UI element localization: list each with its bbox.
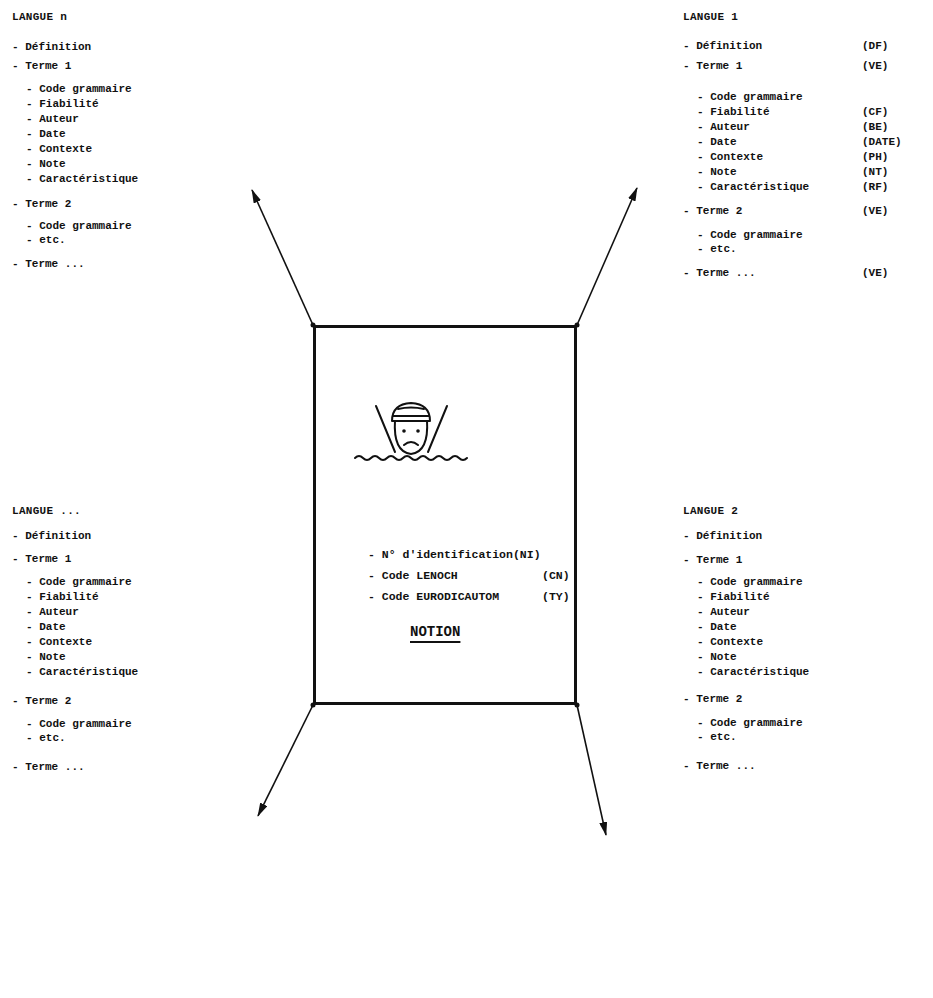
- code-label: (DATE): [862, 136, 902, 149]
- field-label: - Code EURODICAUTOM: [368, 590, 499, 604]
- field-label: - Terme 1: [683, 554, 742, 567]
- code-label: (TY): [542, 590, 570, 604]
- field-label: - Fiabilité: [697, 591, 770, 604]
- field-label: - Code grammaire: [26, 83, 132, 96]
- language-block: LANGUE n - Définition - Terme 1 - Code gram…: [8, 8, 252, 277]
- field-label: - Note: [26, 651, 66, 664]
- arrow-connector: [252, 190, 313, 325]
- field-label: - Note: [26, 158, 66, 171]
- field-label: - Caractéristique: [26, 666, 138, 679]
- notion-title: NOTION: [410, 623, 460, 641]
- field-label: - Fiabilité: [26, 98, 99, 111]
- code-label: (VE): [862, 60, 888, 73]
- code-label: (NT): [862, 166, 888, 179]
- field-label: - etc.: [26, 234, 66, 247]
- notion-box: - N° d'identification(NI) - Code LENOCH (C…: [313, 325, 577, 705]
- arrow-connector: [577, 188, 637, 325]
- field-label: - Contexte: [697, 151, 763, 164]
- field-label: - Auteur: [26, 113, 79, 126]
- field-label: - Code grammaire: [697, 91, 803, 104]
- language-heading: LANGUE 2: [683, 505, 738, 518]
- field-label: - Fiabilité: [26, 591, 99, 604]
- language-heading: LANGUE n: [12, 11, 67, 24]
- field-label: - Terme 2: [683, 205, 742, 218]
- field-label: - Caractéristique: [26, 173, 138, 186]
- arrow-connector: [577, 705, 606, 835]
- field-label: - Auteur: [697, 121, 750, 134]
- field-label: - Auteur: [697, 606, 750, 619]
- code-label: (CF): [862, 106, 888, 119]
- language-block: LANGUE 1 - Définition (DF) - Terme 1 (VE) - C…: [637, 8, 925, 286]
- field-label: - Terme 1: [12, 60, 71, 73]
- code-label: (DF): [862, 40, 888, 53]
- code-label: (VE): [862, 205, 888, 218]
- field-label: - Code LENOCH: [368, 569, 458, 583]
- field-label: - Code grammaire: [697, 717, 803, 730]
- code-label: (CN): [542, 569, 570, 583]
- language-heading: LANGUE 1: [683, 11, 738, 24]
- field-label: - Date: [26, 128, 66, 141]
- language-block: LANGUE 2 - Définition - Terme 1 - Code gram…: [606, 505, 925, 840]
- language-block: LANGUE ... - Définition - Terme 1 - Code gr…: [8, 505, 258, 825]
- field-label: - Contexte: [26, 636, 92, 649]
- field-label: - etc.: [697, 731, 737, 744]
- field-label: - Code grammaire: [26, 576, 132, 589]
- field-label: - Définition: [12, 530, 91, 543]
- field-label: - Note: [697, 166, 737, 179]
- field-label: - Définition: [683, 530, 762, 543]
- field-label: - Code grammaire: [26, 220, 132, 233]
- field-label: - Définition: [12, 41, 91, 54]
- field-label: - Définition: [683, 40, 762, 53]
- language-heading: LANGUE ...: [12, 505, 81, 518]
- field-label: - Note: [697, 651, 737, 664]
- field-label: - Terme ...: [683, 267, 756, 280]
- field-label: - Date: [697, 621, 737, 634]
- field-label: - Code grammaire: [697, 229, 803, 242]
- field-label: - etc.: [26, 732, 66, 745]
- code-label: (BE): [862, 121, 888, 134]
- field-label: - Terme 2: [683, 693, 742, 706]
- field-label: - Code grammaire: [697, 576, 803, 589]
- field-label: - Auteur: [26, 606, 79, 619]
- field-label: - Fiabilité: [697, 106, 770, 119]
- field-label: - Code grammaire: [26, 718, 132, 731]
- field-label: - Contexte: [26, 143, 92, 156]
- field-label: - Contexte: [697, 636, 763, 649]
- field-label: - etc.: [697, 243, 737, 256]
- field-label: - N° d'identification(NI): [368, 548, 541, 562]
- field-label: - Date: [26, 621, 66, 634]
- field-label: - Terme 2: [12, 695, 71, 708]
- code-label: (VE): [862, 267, 888, 280]
- code-label: (PH): [862, 151, 888, 164]
- field-label: - Terme 2: [12, 198, 71, 211]
- field-label: - Date: [697, 136, 737, 149]
- field-label: - Caractéristique: [697, 181, 809, 194]
- code-label: (RF): [862, 181, 888, 194]
- field-label: - Terme 1: [12, 553, 71, 566]
- arrow-connector: [258, 705, 313, 816]
- field-label: - Caractéristique: [697, 666, 809, 679]
- field-label: - Terme ...: [12, 258, 85, 271]
- field-label: - Terme 1: [683, 60, 742, 73]
- field-label: - Terme ...: [12, 761, 85, 774]
- field-label: - Terme ...: [683, 760, 756, 773]
